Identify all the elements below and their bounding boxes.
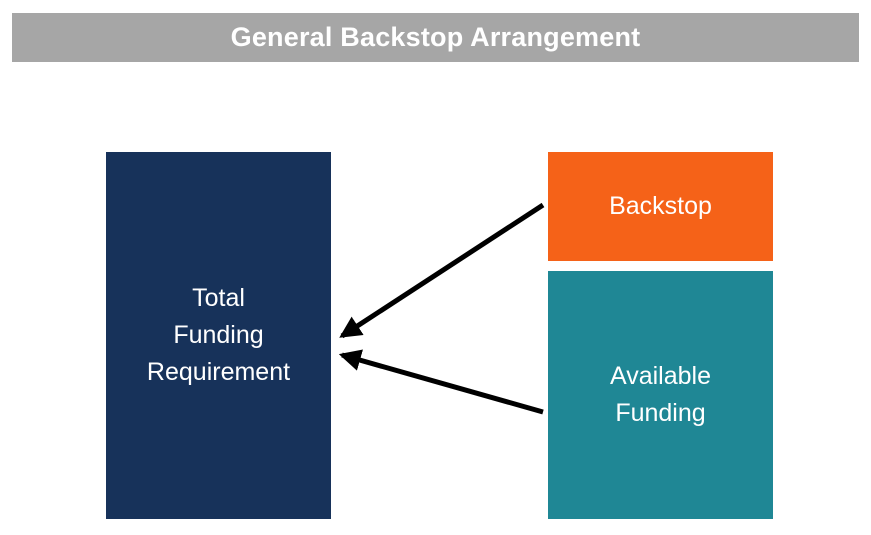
arrow-available-funding-to-total-funding-requirement <box>338 349 544 415</box>
box-total-funding-requirement-line2: Funding <box>173 321 264 349</box>
box-available-funding-line1: Available <box>609 362 711 390</box>
box-available-funding: Available Funding <box>548 271 773 519</box>
box-backstop: Backstop <box>548 152 773 261</box>
box-backstop-label: Backstop <box>609 192 712 220</box>
box-total-funding-requirement-line1: Total <box>192 284 245 312</box>
box-total-funding-requirement-line3: Requirement <box>146 358 291 386</box>
title-bar: General Backstop Arrangement <box>12 13 859 62</box>
box-total-funding-requirement: Total Funding Requirement <box>106 152 331 519</box>
box-available-funding-line2: Funding <box>615 399 706 427</box>
arrow-backstop-to-total-funding-requirement <box>339 202 545 339</box>
diagram-title: General Backstop Arrangement <box>230 22 641 52</box>
